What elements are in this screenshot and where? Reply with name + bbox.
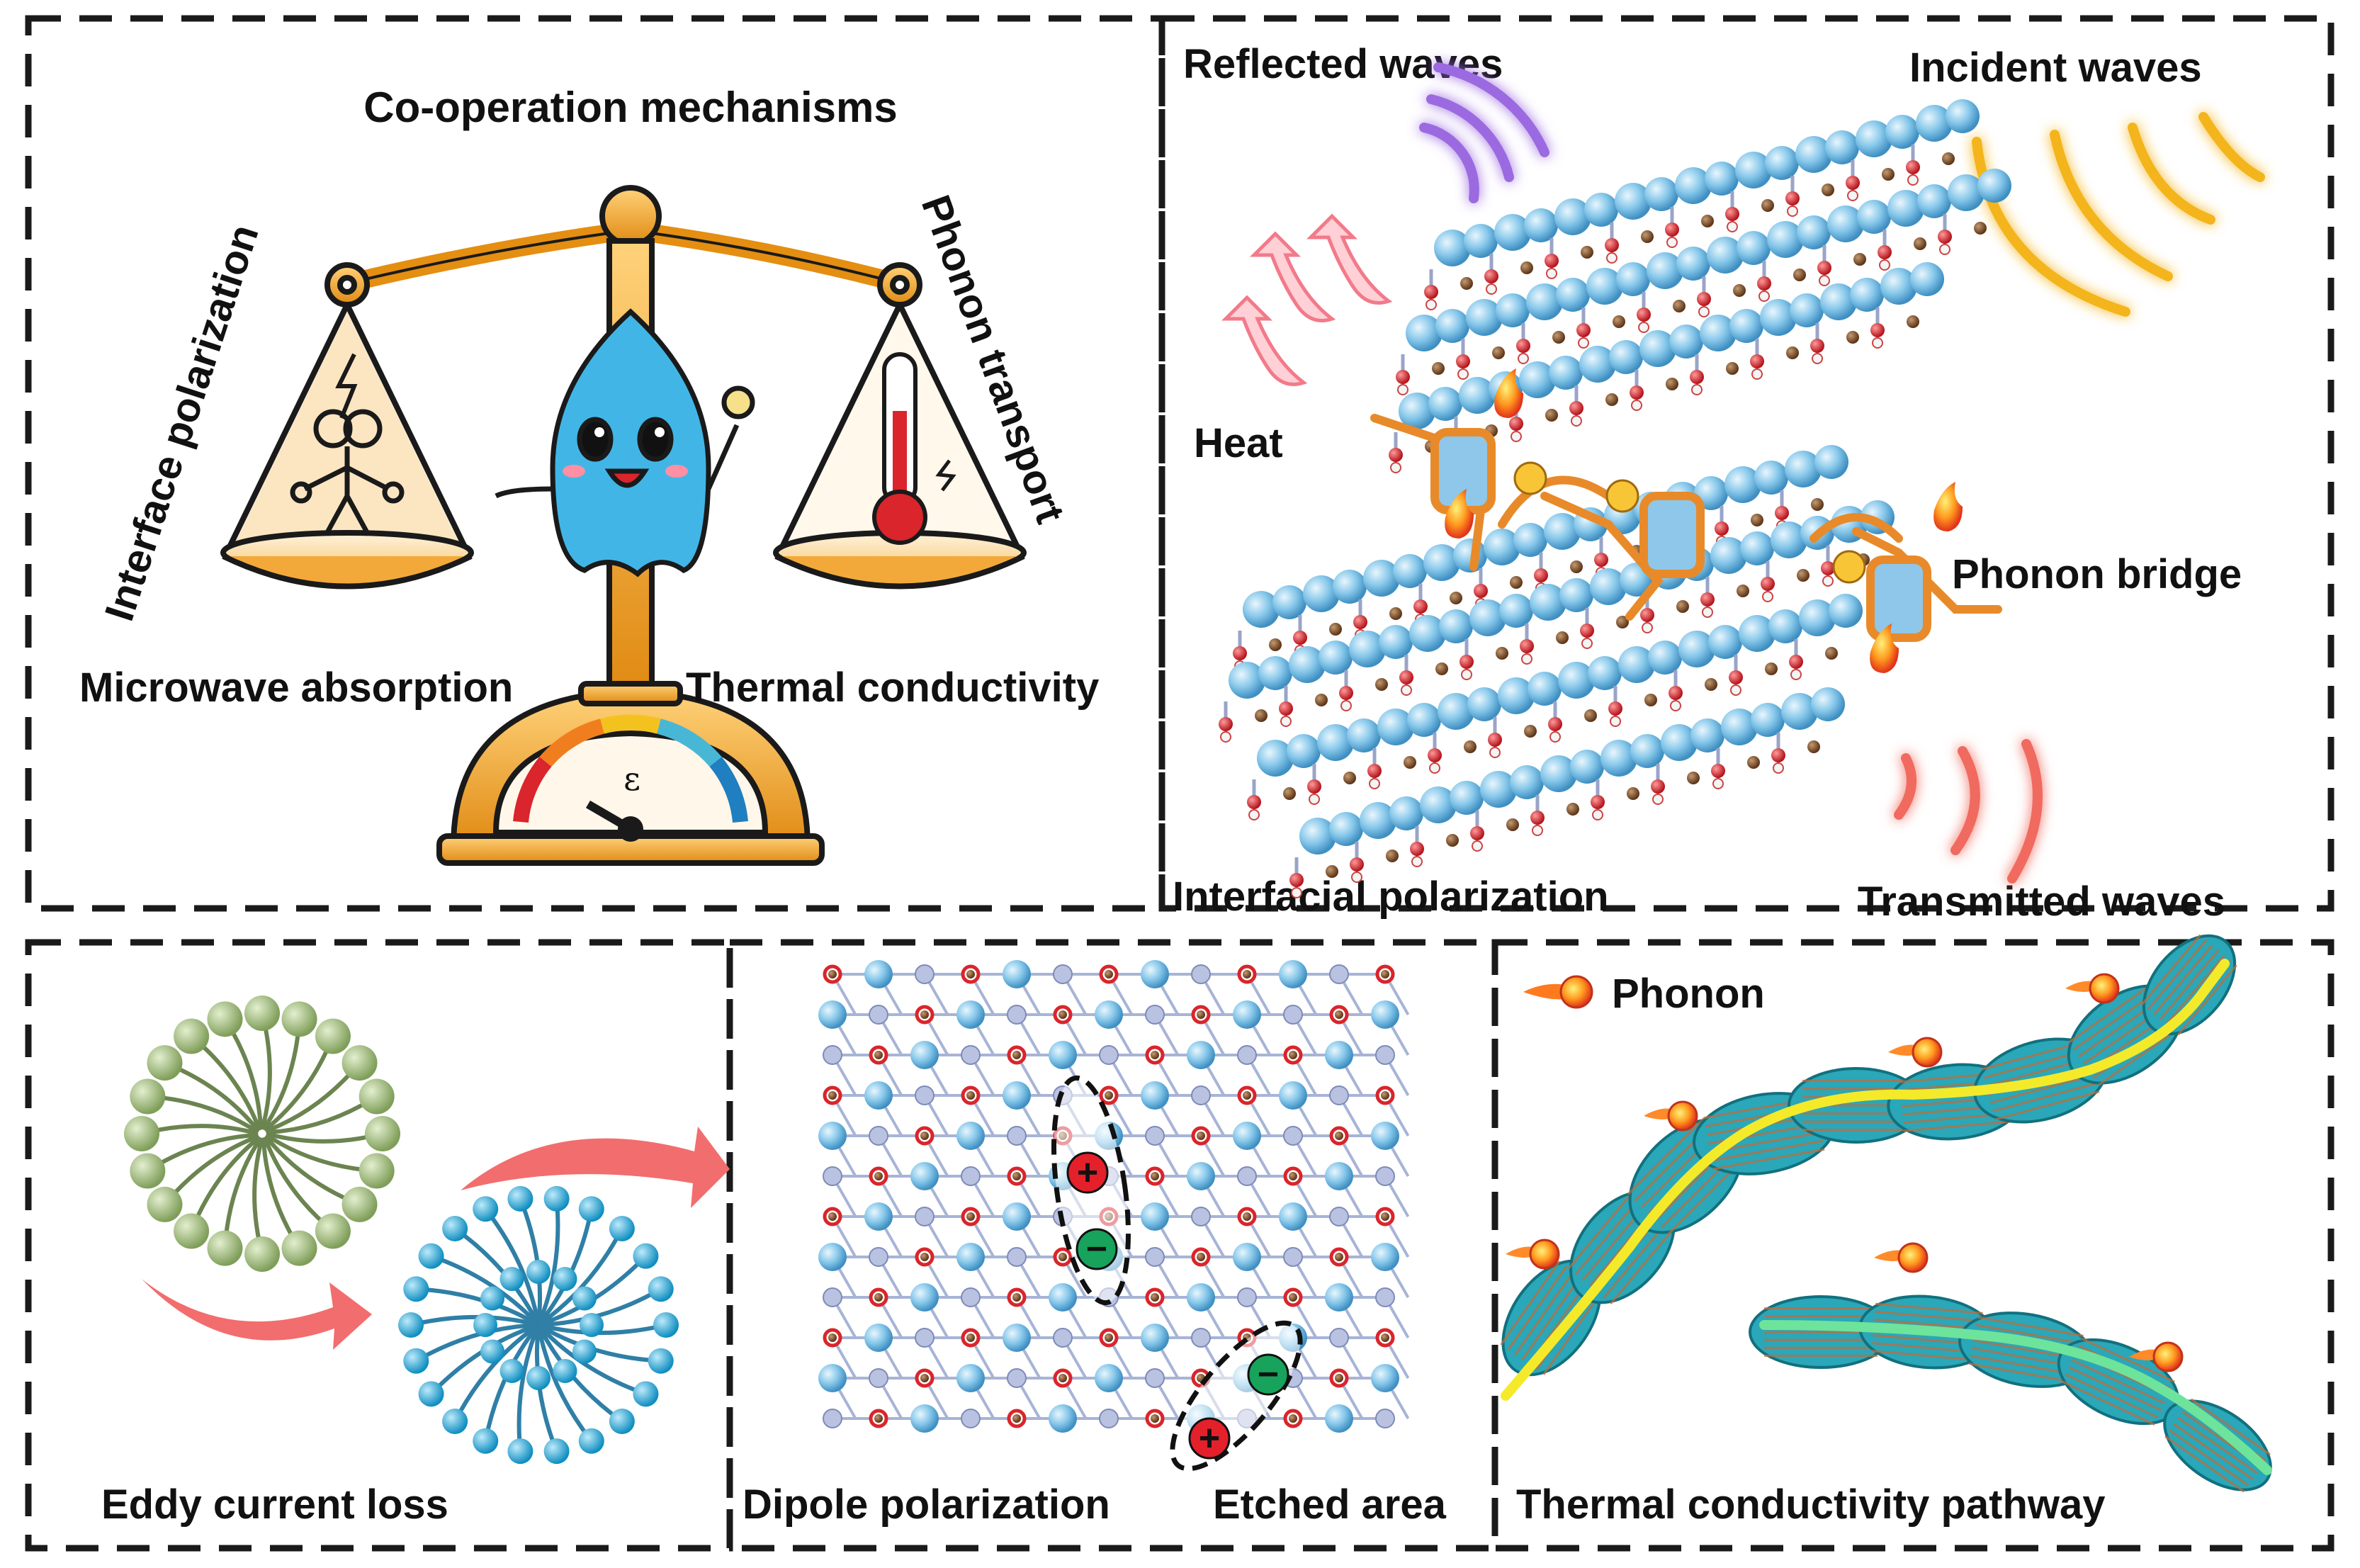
transmitted-waves-label: Transmitted waves	[1858, 879, 2225, 925]
stick-figure-icon	[290, 353, 405, 536]
phonon-bridge-label: Phonon bridge	[1952, 551, 2242, 597]
lower-pathway-line	[1759, 1320, 2272, 1475]
dipole-polarization-label: Dipole polarization	[743, 1482, 1110, 1528]
droplet-mascot-icon	[495, 308, 755, 577]
phonon-bridge-figures	[1370, 414, 2002, 642]
eddy-panel-border	[25, 939, 733, 1552]
dipole-pair-vertical: + −	[1051, 1075, 1131, 1306]
transmitted-waves-icon	[1894, 739, 2043, 884]
panel-borders	[25, 15, 2334, 1552]
phonon-fireball-icons	[1506, 973, 2184, 1372]
thermal-conductivity-pathway-label: Thermal conductivity pathway	[1516, 1482, 2106, 1528]
lattice-panel-border	[726, 939, 1498, 1552]
plus-symbol: +	[1199, 1418, 1220, 1459]
layered-structure	[1219, 99, 2011, 898]
upper-pathway-line	[1501, 959, 2230, 1401]
lattice-panel: + − − + Dipole polarization Etched area	[743, 960, 1447, 1528]
structure-panel: Reflected waves Incident waves Heat Phon…	[1173, 41, 2265, 925]
balance-panel: Co-operation mechanisms Interface polari…	[79, 84, 1099, 866]
balance-panel-border	[25, 15, 1165, 912]
interfacial-polarization-label: Interfacial polarization	[1173, 874, 1609, 920]
negative-charge-icon	[1075, 1228, 1118, 1270]
eddy-current-loss-label: Eddy current loss	[101, 1482, 448, 1528]
upper-fiber-chain	[1500, 934, 2237, 1377]
gauge-epsilon-symbol: ε	[623, 760, 640, 798]
green-micelle-icon	[124, 995, 400, 1272]
heat-label: Heat	[1194, 420, 1283, 466]
curved-arrow-bottom-icon	[142, 1279, 372, 1350]
gauge-scale-icon	[513, 714, 748, 842]
reflected-waves-icon	[1419, 62, 1549, 203]
positive-charge-icon	[1188, 1417, 1231, 1460]
thermometer-icon	[872, 352, 956, 545]
heat-arrows-icon	[1221, 213, 1393, 386]
structure-panel-border	[1158, 15, 2334, 912]
balance-scale	[220, 185, 1027, 866]
dipole-pair-diagonal: − +	[1170, 1320, 1303, 1472]
curved-arrow-top-icon	[461, 1127, 730, 1208]
fire-icons	[1445, 368, 1963, 673]
phonon-legend-label: Phonon	[1612, 971, 1765, 1017]
negative-charge-icon	[1247, 1353, 1289, 1396]
etched-area-label: Etched area	[1213, 1482, 1447, 1528]
reflected-waves-label: Reflected waves	[1183, 41, 1503, 87]
minus-symbol: −	[1086, 1229, 1107, 1270]
incident-waves-icon	[1972, 112, 2265, 317]
pathway-panel-border	[1491, 939, 2334, 1552]
plus-symbol: +	[1077, 1152, 1098, 1193]
smiley-icons	[1513, 461, 1866, 584]
pathway-panel: Phonon Thermal conductivity pathway	[1500, 934, 2272, 1528]
positive-charge-icon	[1066, 1151, 1109, 1194]
microwave-absorption-label: Microwave absorption	[79, 665, 513, 711]
blue-micelle-icon	[398, 1185, 679, 1465]
balance-title: Co-operation mechanisms	[363, 84, 898, 131]
thermal-conductivity-label: Thermal conductivity	[686, 665, 1099, 711]
incident-waves-label: Incident waves	[1909, 45, 2202, 91]
eddy-panel: Eddy current loss	[101, 995, 730, 1528]
minus-symbol: −	[1258, 1354, 1279, 1395]
phonon-legend-icon	[1523, 975, 1593, 1009]
